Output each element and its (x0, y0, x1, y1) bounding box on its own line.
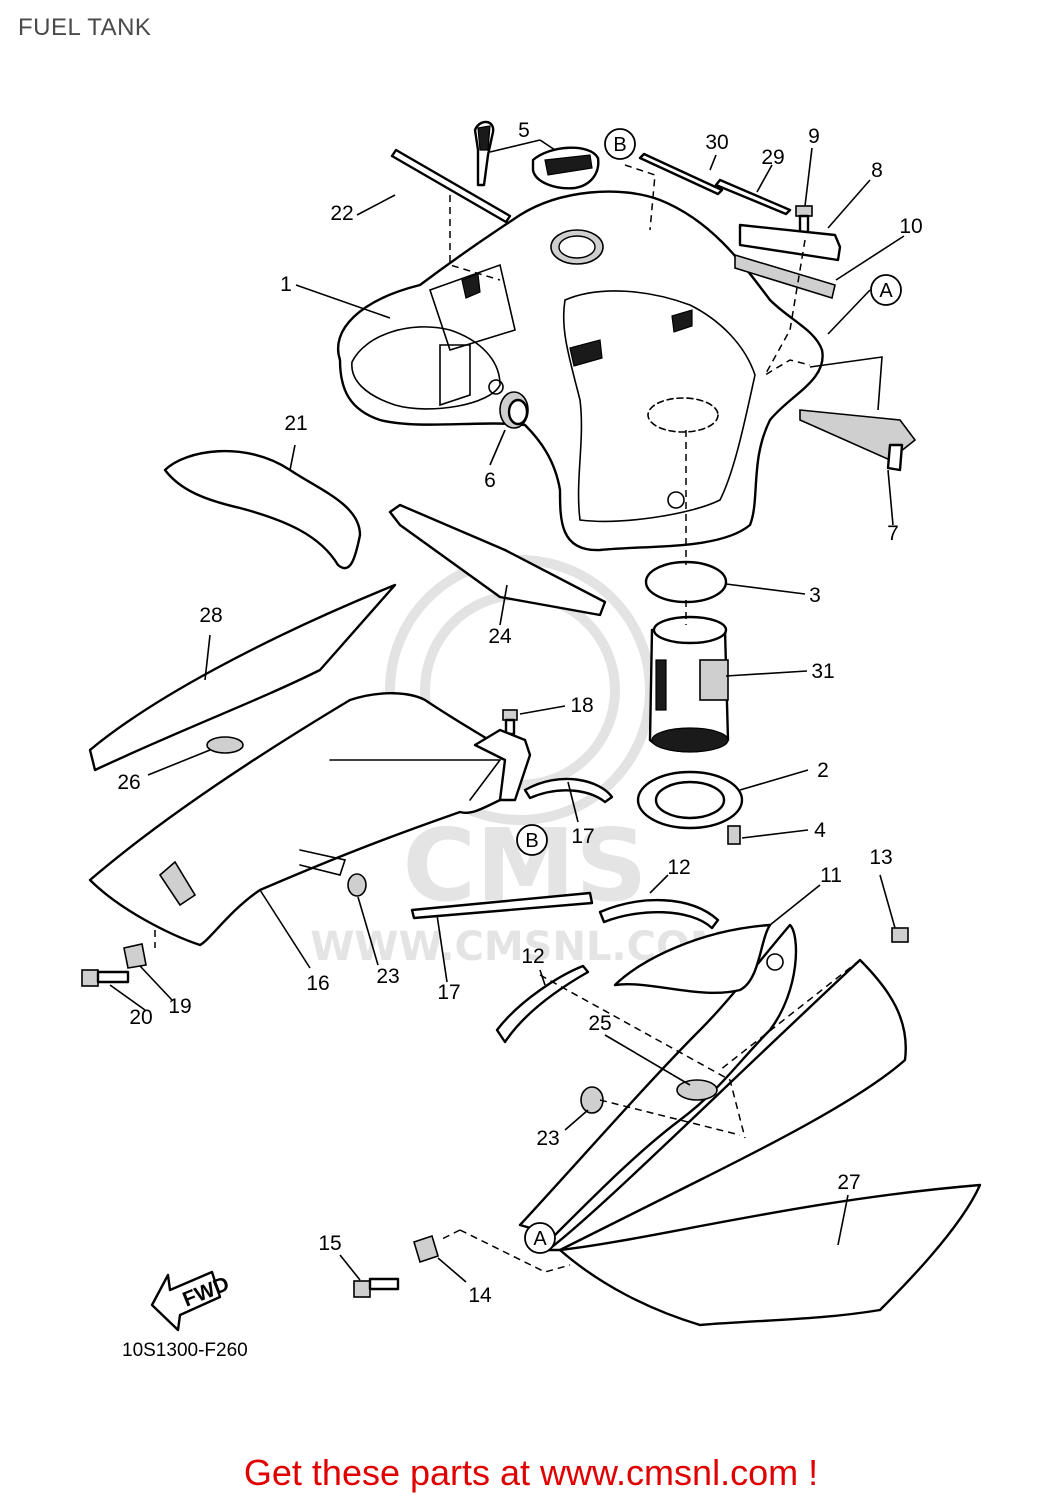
promo-link-text[interactable]: Get these parts at www.cmsnl.com ! (243, 1452, 819, 1493)
bolt-20 (81, 969, 130, 987)
strip-17-lower (410, 891, 594, 920)
side-panel-28 (88, 583, 397, 772)
callout-4: 4 (814, 819, 826, 842)
callout-23-lower: 23 (536, 1127, 559, 1150)
callout-10: 10 (899, 215, 922, 238)
callout-3: 3 (809, 584, 821, 607)
ref-marker-b-top: B (604, 128, 636, 160)
svg-text:A: A (533, 1228, 547, 1250)
callout-17-lower: 17 (437, 981, 460, 1004)
ring-plate-2 (636, 770, 744, 830)
strip-29 (714, 178, 792, 216)
screw-4 (727, 825, 741, 845)
leader-lines (109, 139, 905, 1283)
dashed-guides (154, 164, 861, 1273)
side-cover-11 (518, 923, 798, 1237)
callout-7: 7 (887, 522, 899, 545)
strip-12-left (495, 964, 590, 1044)
callout-30: 30 (705, 131, 728, 154)
ref-marker-a-bottom: A (524, 1222, 556, 1254)
callout-11: 11 (820, 864, 842, 887)
callout-27: 27 (837, 1171, 860, 1194)
plate-8 (738, 223, 842, 262)
grommet-23-lower (580, 1086, 604, 1114)
bracket (473, 728, 532, 802)
callout-28: 28 (199, 604, 222, 627)
callout-22: 22 (330, 202, 353, 225)
callout-15: 15 (318, 1232, 341, 1255)
side-cover-16 (88, 692, 522, 947)
o-ring-3 (644, 560, 728, 604)
fwd-arrow-icon: FWD (150, 1270, 233, 1332)
callout-31: 31 (811, 660, 834, 683)
grommet-6 (499, 391, 529, 429)
pad-24 (388, 503, 607, 617)
svg-text:A: A (879, 280, 893, 302)
strip-22 (390, 148, 512, 224)
screw-13 (891, 927, 909, 943)
emblem-25 (676, 1079, 718, 1101)
callout-8: 8 (871, 159, 883, 182)
callout-19: 19 (168, 995, 191, 1018)
callout-25: 25 (588, 1012, 611, 1035)
fuel-pump-31 (648, 615, 730, 753)
damper-7 (799, 409, 917, 472)
clip-19 (123, 943, 147, 969)
svg-text:B: B (613, 134, 626, 156)
callout-9: 9 (808, 125, 820, 148)
bolt-18 (502, 709, 518, 736)
drawing-code: 10S1300-F260 (122, 1340, 248, 1361)
callout-13: 13 (869, 846, 892, 869)
emblem-26 (206, 736, 244, 754)
ref-marker-a-top: A (870, 274, 902, 306)
svg-text:B: B (525, 830, 538, 852)
fuel-tank (337, 190, 824, 552)
callout-5: 5 (518, 119, 530, 142)
callout-14: 14 (468, 1284, 492, 1307)
strip-12-right (598, 898, 720, 930)
callout-numbers: 1 2 3 4 5 6 7 8 9 10 11 12 12 13 14 15 1… (117, 119, 922, 1307)
callout-12-left: 12 (521, 945, 544, 968)
fuel-cap-and-key (473, 120, 600, 190)
ref-marker-b-mid: B (516, 824, 548, 856)
page-title: FUEL TANK (18, 14, 152, 41)
callout-6: 6 (484, 469, 496, 492)
callout-21: 21 (284, 412, 307, 435)
cover-21 (163, 449, 362, 570)
callout-17-upper: 17 (571, 825, 594, 848)
callout-2: 2 (817, 759, 829, 782)
strip-17-upper (523, 777, 614, 804)
callout-18: 18 (570, 694, 593, 717)
callout-20: 20 (129, 1006, 152, 1029)
clip-14 (413, 1234, 439, 1264)
bolt-9 (795, 205, 813, 236)
damper-10 (734, 253, 836, 300)
lower-panel-27 (546, 958, 982, 1327)
bolt-15 (353, 1277, 400, 1298)
strip-30 (638, 152, 724, 196)
callout-26: 26 (117, 771, 140, 794)
callout-1: 1 (280, 273, 292, 296)
callout-29: 29 (761, 146, 784, 169)
callout-16: 16 (306, 972, 329, 995)
callout-12-right: 12 (667, 856, 690, 879)
callout-24: 24 (488, 625, 512, 648)
callout-23-upper: 23 (376, 965, 399, 988)
grommet-23-upper (347, 873, 367, 897)
